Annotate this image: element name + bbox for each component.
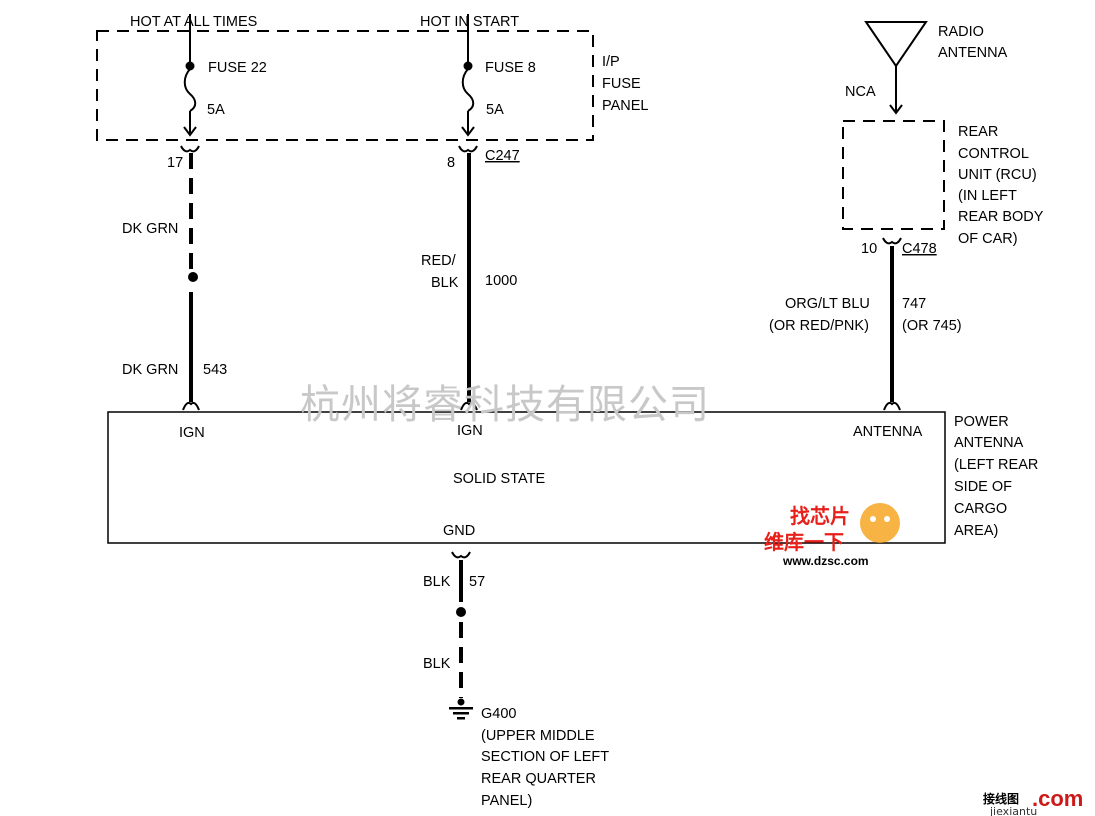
- label-hot-in-start: HOT IN START: [420, 14, 519, 30]
- corner-cn-text: 接线图: [983, 791, 1019, 806]
- antenna-connector: [883, 401, 901, 411]
- label-ground-line3: SECTION OF LEFT: [481, 749, 609, 765]
- company-watermark: 杭州将睿科技有限公司: [300, 382, 710, 428]
- label-module-line4: SIDE OF: [954, 479, 1012, 495]
- label-pin-8: 8: [447, 155, 455, 171]
- fuse-panel-box: [96, 30, 594, 141]
- label-blk-upper: BLK: [423, 574, 451, 590]
- label-rcu-line1: REAR: [958, 124, 998, 140]
- label-fuse-22-rating: 5A: [207, 102, 225, 118]
- radio-antenna-icon: [864, 21, 928, 115]
- label-antenna-pin: ANTENNA: [853, 424, 923, 440]
- connector-pin-10: [882, 237, 902, 245]
- badge-mid-text: 维库一下: [764, 530, 844, 554]
- label-red-blk-line2: BLK: [431, 275, 459, 291]
- label-circuit-543: 543: [203, 362, 227, 378]
- label-module-line3: (LEFT REAR: [954, 457, 1038, 473]
- corner-com-text: .com: [1032, 786, 1083, 811]
- label-rcu-line5: REAR BODY: [958, 209, 1044, 225]
- label-rcu-line3: UNIT (RCU): [958, 167, 1037, 183]
- label-module-line1: POWER: [954, 414, 1009, 430]
- label-connector-c247: C247: [485, 148, 520, 164]
- label-connector-c478: C478: [902, 241, 937, 257]
- label-fuse-22: FUSE 22: [208, 60, 267, 76]
- label-gnd: GND: [443, 523, 475, 539]
- label-fuse-8: FUSE 8: [485, 60, 536, 76]
- label-module-line6: AREA): [954, 523, 998, 539]
- label-circuit-747: 747: [902, 296, 926, 312]
- connector-pin-8: [458, 145, 478, 153]
- label-module-line5: CARGO: [954, 501, 1007, 517]
- rcu-box: [842, 120, 945, 230]
- label-solid-state: SOLID STATE: [453, 471, 545, 487]
- fuse-22-symbol: [183, 14, 197, 137]
- label-radio-antenna-line2: ANTENNA: [938, 45, 1008, 61]
- label-panel-line2: FUSE: [602, 76, 641, 92]
- label-ground-line2: (UPPER MIDDLE: [481, 728, 595, 744]
- power-antenna-module: [107, 411, 946, 544]
- label-circuit-1000: 1000: [485, 273, 517, 289]
- ign-left-connector: [182, 401, 200, 411]
- label-ign-mid: IGN: [457, 423, 483, 439]
- ground-icon: [449, 698, 473, 720]
- label-dk-grn-upper: DK GRN: [122, 221, 178, 237]
- label-hot-at-all-times: HOT AT ALL TIMES: [130, 14, 257, 30]
- label-panel-line3: PANEL: [602, 98, 648, 114]
- label-panel-line1: I/P: [602, 54, 620, 70]
- label-ground-line5: PANEL): [481, 793, 532, 809]
- dzsc-badge: 找芯片 维库一下 www.dzsc.com: [764, 503, 900, 568]
- label-dk-grn-lower: DK GRN: [122, 362, 178, 378]
- corner-url-text: jiexiantu: [989, 805, 1037, 816]
- label-module-line2: ANTENNA: [954, 435, 1024, 451]
- label-rcu-line4: (IN LEFT: [958, 188, 1017, 204]
- label-ground-line1: G400: [481, 706, 516, 722]
- mascot-icon: [860, 503, 900, 543]
- badge-top-text: 找芯片: [790, 504, 850, 528]
- label-red-blk-line1: RED/: [421, 253, 457, 269]
- ign-mid-connector: [460, 401, 478, 411]
- badge-url-text: www.dzsc.com: [782, 554, 869, 568]
- label-ground-line4: REAR QUARTER: [481, 771, 596, 787]
- gnd-connector: [451, 551, 471, 559]
- ground-splice-dot: [456, 607, 466, 617]
- connector-pin-17: [180, 145, 200, 153]
- label-pin-10: 10: [861, 241, 877, 257]
- label-or-red-pnk: (OR RED/PNK): [769, 318, 869, 334]
- label-blk-lower: BLK: [423, 656, 451, 672]
- label-rcu-line6: OF CAR): [958, 231, 1018, 247]
- label-radio-antenna-line1: RADIO: [938, 24, 984, 40]
- label-ign-left: IGN: [179, 425, 205, 441]
- label-org-lt-blu: ORG/LT BLU: [785, 296, 870, 312]
- corner-watermark: 接线图 .com jiexiantu: [983, 786, 1083, 816]
- label-nca: NCA: [845, 84, 876, 100]
- fuse-8-symbol: [461, 14, 475, 137]
- label-or-745: (OR 745): [902, 318, 962, 334]
- label-fuse-8-rating: 5A: [486, 102, 504, 118]
- label-pin-17: 17: [167, 155, 183, 171]
- label-circuit-57: 57: [469, 574, 485, 590]
- splice-dot: [188, 272, 198, 282]
- label-rcu-line2: CONTROL: [958, 146, 1029, 162]
